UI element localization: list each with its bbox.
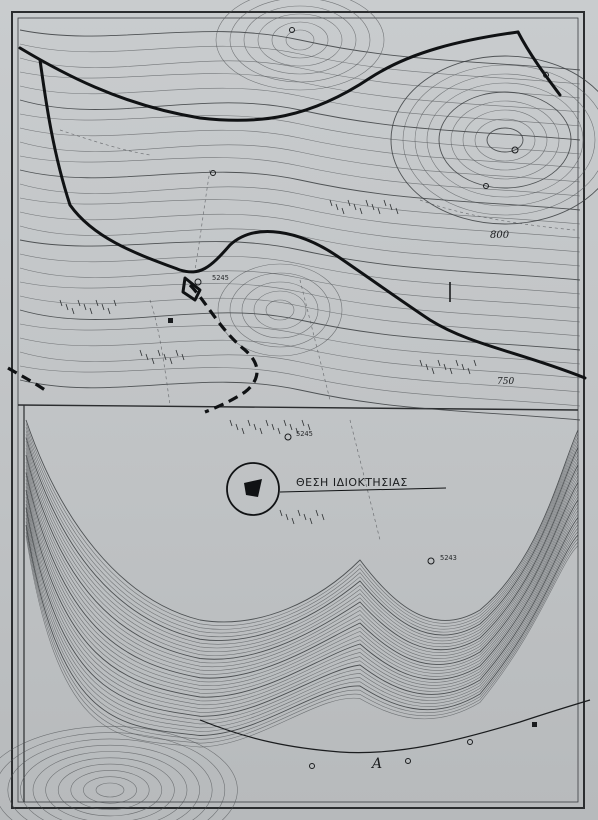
road-upper-spur bbox=[18, 30, 520, 122]
slope-hatching bbox=[59, 199, 477, 525]
stream-markers bbox=[309, 722, 537, 769]
road-junction bbox=[181, 276, 202, 302]
property-label: ΘΕΣΗ ΙΔΙΟΚΤΗΣΙΑΣ bbox=[296, 476, 408, 489]
property-location-marker bbox=[226, 462, 280, 516]
main-road bbox=[38, 58, 587, 380]
svg-text:5245: 5245 bbox=[296, 430, 313, 438]
trig-points bbox=[168, 27, 549, 323]
svg-text:5243: 5243 bbox=[440, 554, 457, 562]
property-parcel-icon bbox=[244, 479, 262, 497]
sheet-junction-line bbox=[17, 404, 579, 411]
property-label-underline bbox=[279, 487, 447, 493]
survey-point-1: 5245 bbox=[284, 430, 313, 441]
track-dashed-road-west bbox=[7, 366, 46, 392]
upper-contour-lines bbox=[19, 29, 581, 421]
map-frame bbox=[11, 11, 585, 809]
footpaths bbox=[59, 129, 576, 541]
hilltop-contours bbox=[215, 0, 598, 357]
svg-text:5245: 5245 bbox=[212, 274, 229, 282]
road-upper-spur-2 bbox=[516, 30, 562, 97]
elevation-label-800: 800 bbox=[490, 230, 510, 241]
survey-point-3: 5243 bbox=[427, 554, 457, 565]
stream-line bbox=[199, 699, 591, 754]
track-dashed-road bbox=[188, 283, 259, 414]
stream-letter-label: Α bbox=[370, 756, 382, 772]
survey-point-2: 5245 bbox=[194, 274, 229, 286]
elevation-label-750: 750 bbox=[497, 377, 514, 387]
lower-contour-lines bbox=[0, 419, 579, 820]
